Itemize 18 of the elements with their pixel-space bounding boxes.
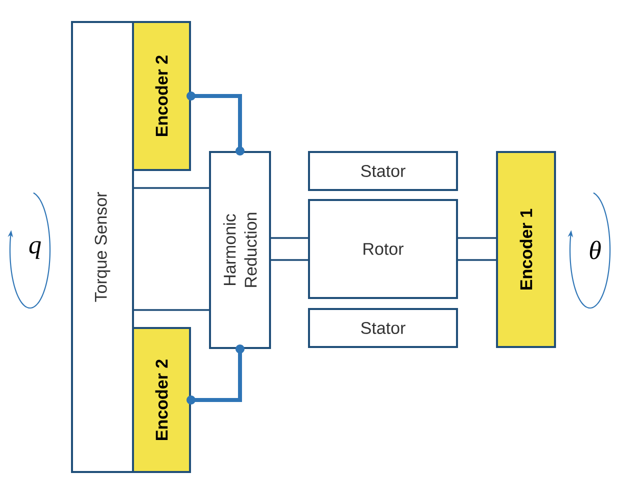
encoder-box: Encoder 1	[496, 151, 556, 348]
rotor-box: Rotor	[308, 199, 458, 299]
connector-line	[134, 309, 209, 311]
connector-line	[458, 259, 496, 261]
angle-symbol: q	[29, 241, 41, 259]
angle-symbol: θ	[590, 240, 601, 260]
stator-box: Stator	[308, 151, 458, 191]
connector-line	[186, 92, 244, 156]
sensor-box: Torque Sensor	[71, 21, 134, 473]
connector-line	[186, 344, 244, 404]
connector-line	[458, 237, 496, 239]
reduction-box: Harmonic Reduction	[209, 151, 271, 349]
stator-box: Stator	[308, 308, 458, 348]
encoder-box: Encoder 2	[132, 327, 191, 473]
encoder-box: Encoder 2	[132, 21, 191, 171]
connector-line	[134, 187, 209, 189]
connector-line	[271, 259, 308, 261]
connector-line	[271, 237, 308, 239]
